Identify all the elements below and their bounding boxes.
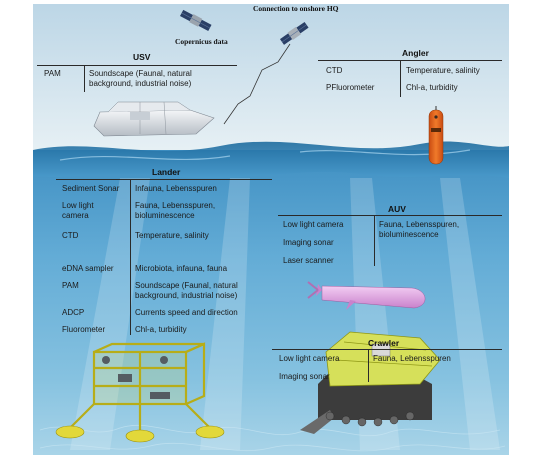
lander-target-line: bioluminescence [135, 211, 195, 220]
usv-sensor: PAM [44, 69, 61, 78]
usv-target-line: Soundscape (Faunal, natural [89, 69, 192, 78]
auv-header-rule [278, 215, 502, 216]
usv-title: USV [133, 52, 151, 62]
auv-sensor: Imaging sonar [283, 238, 334, 247]
crawler-sensor: Imaging sonar [279, 372, 330, 381]
lander-target-line: Chl-a, turbidity [135, 325, 187, 334]
angler-header-rule [318, 60, 502, 61]
lander-target-line: Temperature, salinity [135, 231, 209, 240]
communication-link [223, 43, 291, 125]
crawler-vehicle [300, 331, 441, 434]
seabed-caustics [39, 424, 506, 452]
angler-sensor: CTD [326, 66, 343, 75]
auv-vehicle [307, 281, 426, 310]
crawler-target: Fauna, Lebensspuren [373, 354, 451, 363]
lander-sensor: Sediment Sonar [62, 184, 120, 193]
auv-column-divider [374, 216, 375, 266]
lander-header-rule [56, 179, 272, 180]
usv-vessel [93, 101, 215, 137]
lander-target-line: Infauna, Lebensspuren [135, 184, 217, 193]
auv-target-line: bioluminescence [379, 230, 439, 239]
copernicus-label: Copernicus data [175, 37, 228, 46]
lander-sensor: Low light [62, 201, 94, 210]
satellite-icon [279, 21, 309, 45]
usv-header-rule [37, 65, 237, 66]
lander-sensor: ADCP [62, 308, 85, 317]
angler-buoy [428, 106, 444, 165]
angler-target: Temperature, salinity [406, 66, 480, 75]
lander-feet [55, 425, 225, 443]
lander-target-line: background, industrial noise) [135, 291, 238, 300]
connection-label: Connection to onshore HQ [253, 4, 339, 13]
lander-target-line: Fauna, Lebensspuren, [135, 201, 216, 210]
lander-sensor: CTD [62, 231, 79, 240]
lander-target-line: Microbiota, infauna, fauna [135, 264, 228, 273]
lander-target-line: Currents speed and direction [135, 308, 238, 317]
usv-column-divider [84, 66, 85, 92]
crawler-title: Crawler [368, 338, 400, 348]
auv-sensor: Laser scanner [283, 256, 334, 265]
lander-title: Lander [152, 167, 181, 177]
auv-target-line: Fauna, Lebensspuren, [379, 220, 460, 229]
lander-target-line: Soundscape (Faunal, natural [135, 281, 238, 290]
angler-target: Chl-a, turbidity [406, 83, 458, 92]
sea-surface [33, 141, 509, 179]
lander-sensor: PAM [62, 281, 79, 290]
lander-sensor: camera [62, 211, 89, 220]
crawler-sensor: Low light camera [279, 354, 340, 363]
angler-column-divider [400, 61, 401, 97]
lander-sensor: Fluorometer [62, 325, 106, 334]
crawler-column-divider [368, 350, 369, 382]
auv-sensor: Low light camera [283, 220, 344, 229]
lander-instruments [102, 356, 170, 399]
angler-sensor: PFluorometer [326, 83, 375, 92]
wave-highlight [59, 149, 471, 161]
crawler-header-rule [272, 349, 502, 350]
auv-title: AUV [388, 204, 406, 214]
satellite-icon [179, 9, 212, 32]
lander-column-divider [130, 180, 131, 335]
angler-title: Angler [402, 48, 429, 58]
lander-sensor: eDNA sampler [62, 264, 114, 273]
usv-target-line: background, industrial noise) [89, 79, 192, 88]
